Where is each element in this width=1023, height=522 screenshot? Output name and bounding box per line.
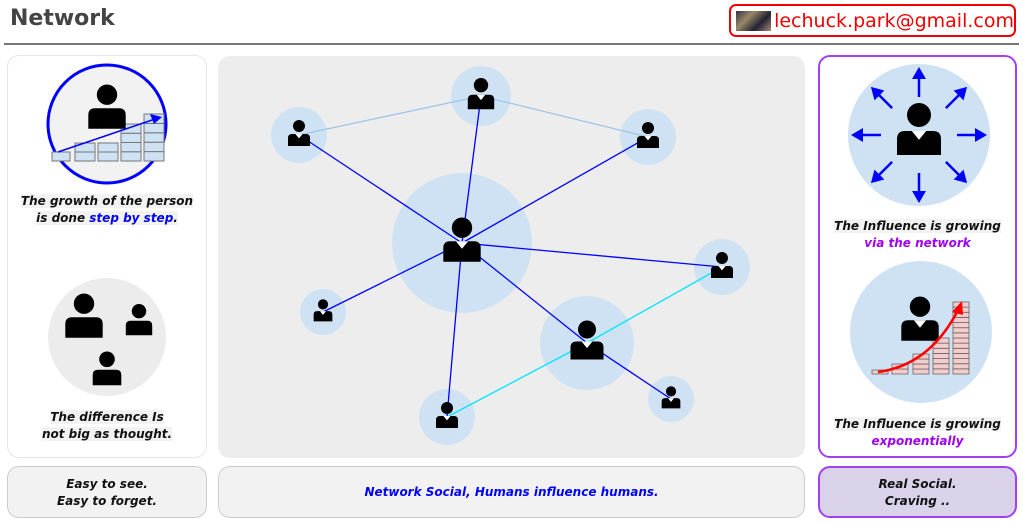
network-link	[586, 266, 723, 344]
network-link	[298, 95, 482, 136]
growth-step-bar	[120, 151, 142, 162]
arrow-head-icon	[952, 301, 963, 315]
person-icon	[637, 122, 659, 148]
person-icon	[897, 103, 941, 155]
exponential-bar	[952, 342, 970, 349]
person-icon	[92, 351, 122, 386]
right-footer	[818, 466, 1017, 518]
person-icon	[125, 304, 153, 336]
radiating-arrow	[877, 93, 894, 110]
network-link	[461, 242, 723, 268]
arrow-head-icon	[150, 114, 162, 124]
exponential-bar	[952, 322, 970, 329]
left-panel	[7, 55, 207, 458]
exponential-bar	[952, 363, 970, 370]
exponential-bar	[891, 368, 909, 375]
exponential-bar	[932, 358, 950, 365]
growth-arrow	[57, 118, 156, 153]
growth-step-bar	[143, 132, 165, 143]
arrow-head-icon	[870, 169, 885, 184]
person-icon	[443, 217, 481, 262]
left-footer	[7, 466, 207, 518]
radiating-arrow	[944, 160, 961, 177]
exponential-arrow	[877, 309, 960, 374]
arrow-head-icon	[975, 128, 987, 142]
network-link	[298, 134, 463, 244]
arrow-head-icon	[912, 191, 926, 203]
exponential-bar	[952, 332, 970, 339]
exponential-bar	[932, 347, 950, 354]
person-icon	[288, 120, 310, 146]
user-account-badge[interactable]: lechuck.park@gmail.com	[729, 4, 1016, 37]
arrow-head-icon	[851, 128, 863, 142]
growth-step-bar	[143, 151, 165, 162]
center-footer-text: Network Social, Humans influence humans.	[364, 485, 659, 499]
avatar	[736, 10, 772, 31]
person-icon	[313, 299, 333, 322]
person-icon	[570, 320, 604, 360]
network-link	[322, 242, 463, 313]
exponential-bar	[932, 363, 950, 370]
network-link	[446, 342, 588, 418]
radiating-arrow	[944, 93, 961, 110]
person-icon	[661, 386, 681, 409]
network-link	[461, 136, 649, 244]
radiating-arrow	[877, 160, 894, 177]
exponential-bar	[952, 317, 970, 323]
exponential-bar	[932, 368, 950, 375]
exponential-bar	[952, 327, 970, 334]
growth-step-bar	[120, 142, 142, 153]
exponential-bar	[912, 363, 930, 370]
exponential-bar	[912, 368, 930, 375]
arrow-head-icon	[912, 67, 926, 79]
left-footer-text: Easy to see.Easy to forget.	[56, 477, 157, 508]
person-icon	[901, 296, 939, 341]
network-link	[461, 242, 588, 344]
network-link	[446, 242, 463, 418]
right-footer-text: Real Social.Craving ..	[878, 477, 957, 508]
person-icon	[88, 84, 126, 129]
center-footer	[218, 466, 805, 518]
network-link	[480, 95, 649, 138]
arrow-head-icon	[953, 86, 968, 101]
user-email: lechuck.park@gmail.com	[774, 9, 1014, 32]
exponential-bar	[932, 353, 950, 359]
growth-step-bar	[74, 142, 96, 153]
person-icon	[436, 402, 458, 428]
exponential-bar	[952, 353, 970, 359]
growth-step-bar	[97, 142, 119, 153]
person-icon	[65, 293, 103, 338]
person-icon	[467, 78, 495, 110]
exponential-bar	[952, 347, 970, 354]
growth-step-bar	[143, 122, 165, 134]
growth-step-bar	[120, 132, 142, 143]
arrow-head-icon	[870, 86, 885, 101]
header-divider	[4, 43, 1019, 45]
person-icon	[711, 252, 733, 278]
right-panel	[818, 55, 1017, 458]
growth-step-bar	[74, 151, 96, 162]
exponential-bar	[952, 368, 970, 375]
growth-step-bar	[143, 141, 165, 153]
growth-step-bar	[97, 151, 119, 162]
page-title: Network	[10, 6, 115, 31]
arrow-head-icon	[953, 169, 968, 184]
growth-step-bar	[51, 151, 71, 162]
exponential-bar	[952, 337, 970, 344]
exponential-bar	[952, 358, 970, 365]
